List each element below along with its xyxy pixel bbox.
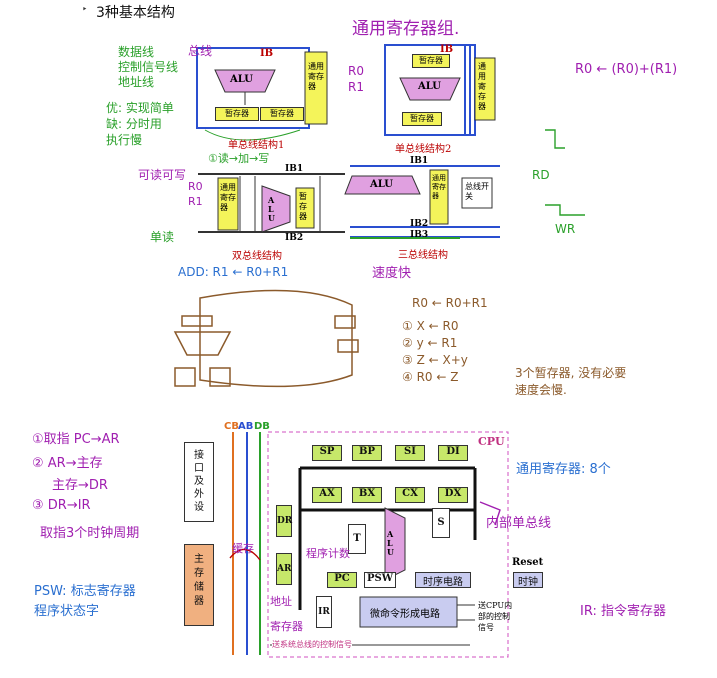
cpu-reg-ar: AR xyxy=(276,553,292,585)
cpu-io-label: 接口及外设 xyxy=(194,450,204,513)
double-bus-alu: ALU xyxy=(268,195,275,223)
single-bus-2-gpr: 通用寄存器 xyxy=(478,62,486,111)
triple-bus-ib2: IB2 xyxy=(410,219,429,229)
note-remark: 3个暂存器, 没有必要 速度会慢. xyxy=(515,366,627,397)
note-psw: PSW: 标志寄存器 程序状态字 xyxy=(34,584,136,619)
cpu-to-bus-label: 送系统总线的控制信号 xyxy=(272,639,352,650)
single-bus-2-temp1: 暂存器 xyxy=(412,54,450,68)
cpu-reg-di: DI xyxy=(438,445,468,461)
triple-bus-gpr: 通用寄存器 xyxy=(432,174,446,200)
note-fetch4: ③ DR→IR xyxy=(32,498,91,513)
note-steps: ① X ← R0 ② y ← R1 ③ Z ← X+y ④ R0 ← Z xyxy=(402,319,468,384)
double-bus-diagram xyxy=(198,173,345,233)
double-bus-caption: 双总线结构 xyxy=(232,251,282,262)
note-gp-group: 通用寄存器组. xyxy=(352,19,460,39)
double-bus-ib2: IB2 xyxy=(285,233,304,243)
cpu-timing: 时序电路 xyxy=(415,572,471,588)
cpu-bus-db: DB xyxy=(254,421,270,432)
note-reg-mem: 寄存器 xyxy=(270,620,303,633)
note-pc: 程序计数 xyxy=(306,547,350,560)
cpu-reg-ax: AX xyxy=(312,487,342,503)
cpu-reg-pc: PC xyxy=(327,572,357,588)
single-bus-2-temp2: 暂存器 xyxy=(402,112,442,126)
triple-bus-caption: 三总线结构 xyxy=(398,250,448,261)
cpu-clock: 时钟 xyxy=(513,572,543,588)
cpu-io-box: 接口及外设 xyxy=(184,442,214,522)
double-bus-gpr: 通用寄存器 xyxy=(220,183,236,212)
note-read-write: 可读可写 xyxy=(138,168,187,182)
cpu-reg-sp: SP xyxy=(312,445,342,461)
triple-bus-ib3: IB3 xyxy=(410,230,429,240)
note-data-addr: 数据线 控制信号线 地址线 xyxy=(118,45,179,89)
cpu-reg-psw: PSW xyxy=(364,572,396,588)
note-rd: RD xyxy=(532,168,550,182)
cpu-reg-t: T xyxy=(348,524,366,554)
note-speed: 速度快 xyxy=(372,266,412,281)
single-bus-2-ib: IB xyxy=(440,44,454,55)
note-ir: IR: 指令寄存器 xyxy=(580,604,666,619)
cpu-label: CPU xyxy=(478,435,505,448)
note-buffer: 缓存 xyxy=(232,542,254,555)
cpu-mem-box: 主存储器 xyxy=(184,544,214,626)
note-ro-eq: R0 ← R0+R1 xyxy=(412,296,488,310)
triple-bus-ib1: IB1 xyxy=(410,156,429,166)
note-r0: R0 xyxy=(348,64,364,78)
cpu-reg-bx: BX xyxy=(352,487,382,503)
hand-strokes xyxy=(229,129,585,561)
single-bus-1-alu: ALU xyxy=(230,74,253,85)
note-wr: WR xyxy=(555,222,576,236)
note-fetch1: ①取指 PC→AR xyxy=(32,432,120,447)
single-bus-2-caption: 单总线结构2 xyxy=(395,144,452,155)
triple-bus-diagram xyxy=(344,165,500,239)
heading-bullet: ‣ xyxy=(82,5,88,15)
cpu-reg-ir: IR xyxy=(316,596,332,628)
note-busline: 总线 xyxy=(188,44,213,58)
cpu-to-cpu-label: 送CPU内部的控制信号 xyxy=(478,601,513,632)
cpu-reg-cx: CX xyxy=(395,487,425,503)
cpu-reg-dx: DX xyxy=(438,487,468,503)
single-bus-1-ib: IB xyxy=(260,48,274,59)
page-title: 3种基本结构 xyxy=(96,5,175,21)
triple-bus-alu: ALU xyxy=(370,179,393,190)
note-fetch5: 取指3个时钟周期 xyxy=(40,526,140,541)
note-internal: 内部单总线 xyxy=(486,516,552,531)
double-bus-temp: 暂存器 xyxy=(299,192,307,221)
cpu-reg-si: SI xyxy=(395,445,425,461)
cpu-bus-ab: AB xyxy=(238,421,254,432)
note-fetch2: ② AR→主存 xyxy=(32,456,103,471)
cpu-reg-s: S xyxy=(432,508,450,538)
note-r1: R1 xyxy=(348,80,364,94)
cpu-alu: ALU xyxy=(387,529,394,557)
single-bus-1-temp2: 暂存器 xyxy=(260,107,304,121)
cpu-reg-dr: DR xyxy=(276,505,292,537)
note-r0-left: R0 xyxy=(188,180,203,193)
cpu-micro-label: 微命令形成电路 xyxy=(370,609,440,620)
cpu-diagram xyxy=(232,431,509,658)
note-step-alu: ①读→加→写 xyxy=(208,152,270,165)
note-r0-eq: R0 ← (R0)+(R1) xyxy=(575,62,678,77)
cpu-bus-cb: CB xyxy=(224,421,239,432)
cpu-reg-bp: BP xyxy=(352,445,382,461)
note-add: ADD: R1 ← R0+R1 xyxy=(178,265,289,279)
cpu-reset-label: Reset xyxy=(512,557,544,568)
note-pros-cons: 优: 实现简单 缺: 分时用 执行慢 xyxy=(106,101,174,147)
single-bus-1-caption: 单总线结构1 xyxy=(228,140,285,151)
note-gpr8: 通用寄存器: 8个 xyxy=(516,462,611,477)
note-r1-left: R1 xyxy=(188,195,203,208)
single-bus-2-diagram xyxy=(384,44,496,136)
triple-bus-switch: 总线开关 xyxy=(465,182,489,201)
single-bus-1-temp1: 暂存器 xyxy=(215,107,259,121)
cpu-mem-label: 主存储器 xyxy=(194,554,204,607)
single-bus-1-diagram xyxy=(196,47,328,141)
double-bus-ib1: IB1 xyxy=(285,164,304,174)
single-bus-1-gpr: 通用寄存器 xyxy=(308,62,324,91)
note-fetch3: 主存→DR xyxy=(52,478,108,493)
note-uni: 单读 xyxy=(150,230,175,244)
note-addr: 地址 xyxy=(270,595,292,608)
sketch-alu xyxy=(173,289,359,388)
single-bus-2-alu: ALU xyxy=(418,81,441,92)
